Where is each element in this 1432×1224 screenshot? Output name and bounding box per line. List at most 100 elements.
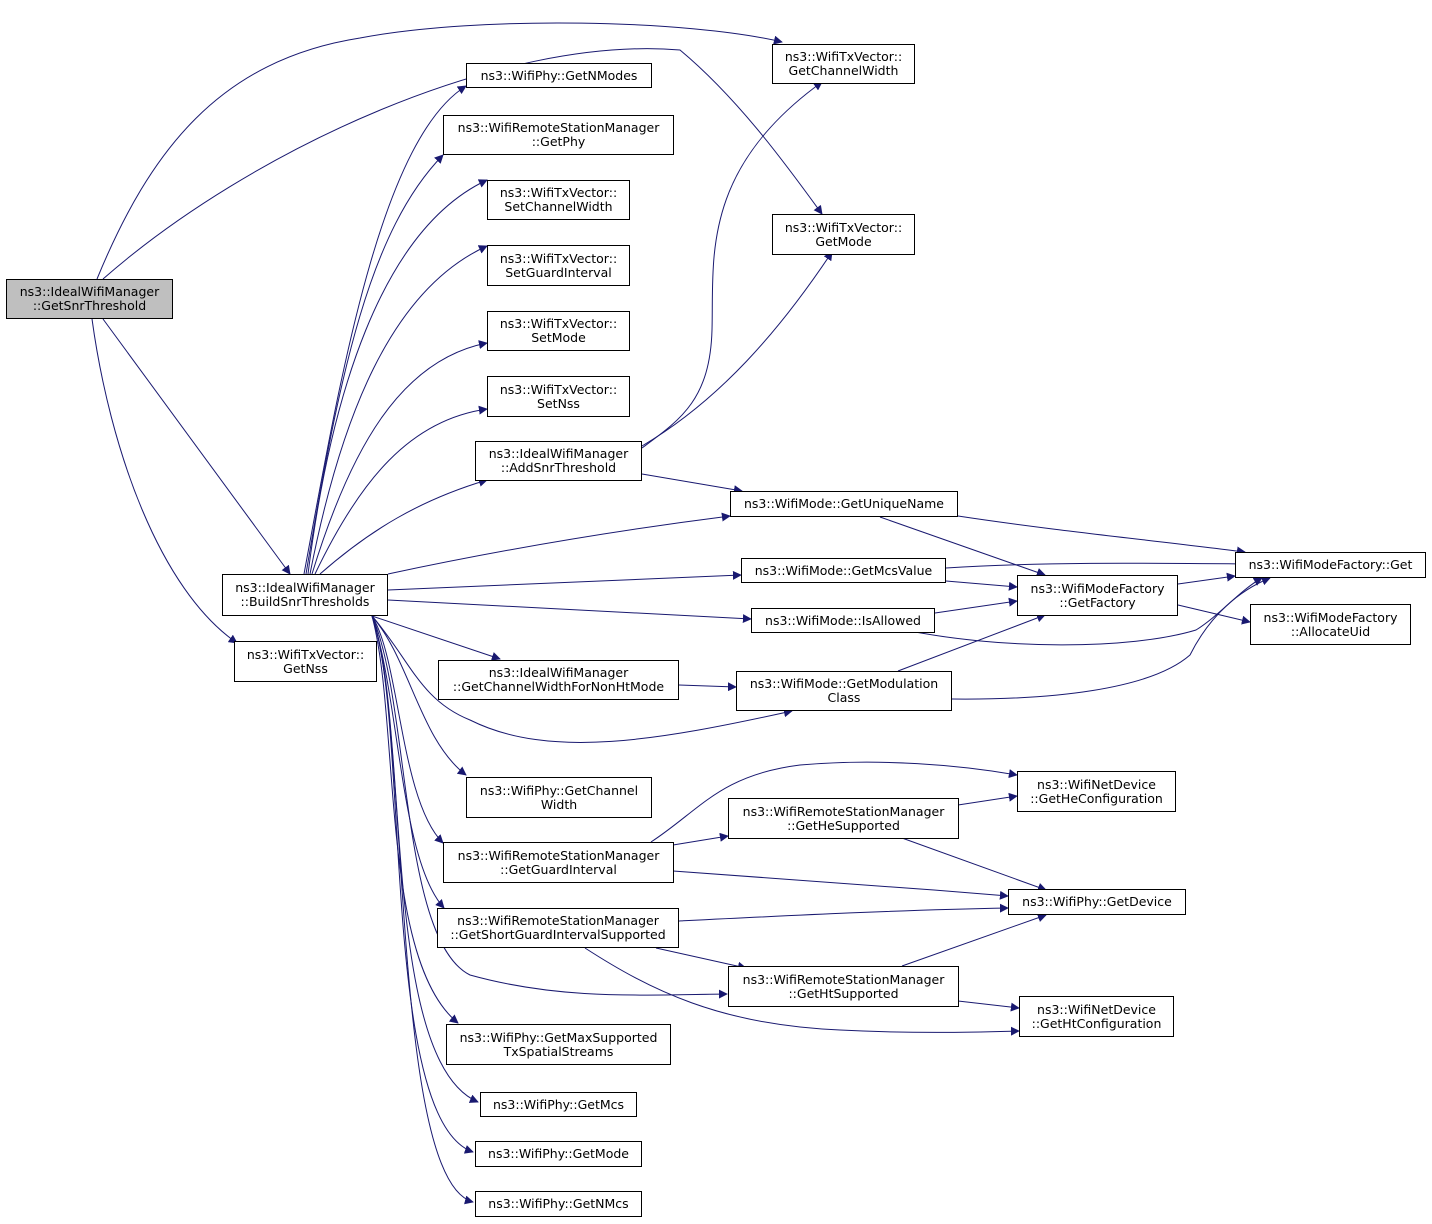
edge-mcsvalue-to-getfactory [945, 580, 1018, 591]
node-label-line2: ::GetHeSupported [787, 817, 900, 833]
node-rsm-get-he-supported[interactable]: ns3::WifiRemoteStationManager ::GetHeSup… [728, 798, 959, 839]
node-label-line1: ns3::WifiTxVector:: [784, 49, 903, 64]
node-txv-get-nss[interactable]: ns3::WifiTxVector:: GetNss [234, 641, 377, 682]
edge-build-to-isallowed [387, 599, 752, 624]
node-label-line1: ns3::WifiNetDevice [1037, 1001, 1156, 1017]
node-label-line1: ns3::WifiMode::GetUniqueName [744, 496, 944, 511]
node-label-line2: ::GetHtConfiguration [1031, 1015, 1162, 1031]
node-factory-allocate-uid[interactable]: ns3::WifiModeFactory ::AllocateUid [1250, 604, 1411, 645]
node-phy-get-nmodes[interactable]: ns3::WifiPhy::GetNModes [466, 63, 652, 88]
edge-guardinterval-to-he-config [650, 761, 1018, 843]
edge-sgi-to-getdevice [678, 903, 1009, 922]
edge-build-to-phy-getnmcs [371, 615, 474, 1205]
edge-hesupported-to-he-config [957, 792, 1018, 806]
node-label-line1: ns3::WifiModeFactory [1263, 609, 1398, 625]
node-mode-get-unique-name[interactable]: ns3::WifiMode::GetUniqueName [730, 491, 958, 517]
edge-build-to-txv-setguardinterval [309, 245, 488, 575]
edge-sgi-to-ht-config [584, 947, 1020, 1036]
node-label-line1: ns3::WifiMode::GetModulation [749, 676, 939, 691]
node-label-line1: ns3::WifiNetDevice [1037, 776, 1156, 792]
edge-hesupported-to-getdevice [901, 837, 1047, 892]
edge-build-to-txv-setnss [314, 405, 488, 575]
node-label-line1: ns3::WifiPhy::GetNMcs [488, 1196, 629, 1211]
node-label-line2: Width [540, 796, 578, 812]
node-label-line1: ns3::WifiRemoteStationManager [457, 913, 659, 928]
node-mode-get-modulation-class[interactable]: ns3::WifiMode::GetModulation Class [736, 671, 952, 711]
node-ideal-build-snr-thresholds[interactable]: ns3::IdealWifiManager ::BuildSnrThreshol… [222, 574, 388, 616]
node-label-line2: SetChannelWidth [504, 199, 613, 214]
node-txv-set-channel-width[interactable]: ns3::WifiTxVector:: SetChannelWidth [487, 180, 630, 220]
node-mode-get-mcs-value[interactable]: ns3::WifiMode::GetMcsValue [741, 558, 946, 583]
node-txv-set-guard-interval[interactable]: ns3::WifiTxVector:: SetGuardInterval [487, 245, 630, 286]
edge-getsnr-to-txv-getchannelwidth [96, 22, 783, 280]
node-rsm-get-ht-supported[interactable]: ns3::WifiRemoteStationManager ::GetHtSup… [728, 966, 959, 1007]
node-phy-get-max-supported-tx-ss[interactable]: ns3::WifiPhy::GetMaxSupported TxSpatialS… [446, 1024, 671, 1065]
node-rsm-get-guard-interval[interactable]: ns3::WifiRemoteStationManager ::GetGuard… [443, 842, 674, 883]
node-label-line2: ::GetPhy [531, 134, 586, 149]
node-label-line1: ns3::IdealWifiManager [488, 446, 629, 461]
node-txv-get-mode[interactable]: ns3::WifiTxVector:: GetMode [772, 214, 915, 255]
node-label-line1: ns3::WifiTxVector:: [499, 185, 618, 200]
node-label-line2: Class [827, 690, 861, 705]
node-label-line2: ::GetFactory [1059, 594, 1136, 610]
node-label-line2: ::AllocateUid [1290, 623, 1371, 639]
node-label-line2: GetMode [815, 233, 872, 249]
node-label-line1: ns3::WifiRemoteStationManager [742, 971, 945, 987]
edge-build-to-rsm-getguardinterval [371, 615, 444, 844]
node-label-line1: ns3::WifiMode::GetMcsValue [754, 562, 933, 578]
node-label-line1: ns3::WifiPhy::GetDevice [1022, 894, 1172, 909]
node-netdev-get-ht-configuration[interactable]: ns3::WifiNetDevice ::GetHtConfiguration [1019, 996, 1174, 1037]
node-phy-get-nmcs[interactable]: ns3::WifiPhy::GetNMcs [475, 1191, 642, 1217]
node-phy-get-mcs[interactable]: ns3::WifiPhy::GetMcs [480, 1092, 637, 1117]
node-label-line1: ns3::WifiPhy::GetMode [488, 1146, 629, 1161]
edge-getfactory-to-factory-get [1177, 572, 1236, 585]
edge-build-to-rsm-gethtsupported [371, 615, 728, 999]
node-label-line1: ns3::WifiRemoteStationManager [457, 847, 660, 863]
node-label-line1: ns3::WifiPhy::GetChannel [479, 782, 639, 798]
edge-build-to-uniquename [387, 512, 731, 575]
edge-htsupported-to-getdevice [901, 913, 1047, 967]
edge-htsupported-to-ht-config [957, 1000, 1020, 1012]
edge-modclass-to-getfactory [897, 613, 1046, 672]
edge-uniquename-to-factory-get [957, 515, 1246, 556]
node-txv-set-nss[interactable]: ns3::WifiTxVector:: SetNss [487, 376, 630, 417]
node-label-line1: ns3::WifiTxVector:: [784, 219, 903, 235]
edge-guardinterval-to-getdevice [672, 870, 1009, 900]
node-label-line2: ::BuildSnrThresholds [240, 594, 370, 609]
node-phy-get-device[interactable]: ns3::WifiPhy::GetDevice [1008, 889, 1186, 915]
edge-modclass-to-factory-get [951, 576, 1271, 700]
node-label-line1: ns3::WifiPhy::GetMcs [492, 1096, 625, 1112]
node-label-line1: ns3::IdealWifiManager [19, 284, 160, 299]
edge-uniquename-to-getfactory [879, 516, 1046, 577]
node-label-line1: ns3::IdealWifiManager [488, 665, 629, 680]
node-label-line1: ns3::WifiRemoteStationManager [742, 803, 945, 819]
edge-getsnr-to-txv-getnss [91, 318, 238, 644]
edge-build-to-txv-setchannelwidth [307, 179, 488, 575]
node-label-line2: GetChannelWidth [788, 63, 899, 78]
node-label-line2: SetMode [531, 330, 586, 345]
node-label-line1: ns3::WifiPhy::GetMaxSupported [459, 1029, 658, 1045]
node-phy-get-mode[interactable]: ns3::WifiPhy::GetMode [475, 1141, 642, 1167]
node-label-line1: ns3::WifiTxVector:: [499, 250, 618, 266]
edge-build-to-phy-getmaxss [371, 615, 459, 1024]
edge-isallowed-to-getfactory [934, 597, 1018, 614]
node-ideal-add-snr-threshold[interactable]: ns3::IdealWifiManager ::AddSnrThreshold [475, 441, 642, 481]
node-phy-get-channel-width[interactable]: ns3::WifiPhy::GetChannel Width [466, 777, 652, 818]
node-label-line1: ns3::IdealWifiManager [235, 580, 375, 595]
node-label-line2: ::GetShortGuardIntervalSupported [450, 927, 666, 942]
node-label-line2: SetNss [537, 395, 580, 411]
node-mode-is-allowed[interactable]: ns3::WifiMode::IsAllowed [751, 608, 935, 633]
node-factory-get[interactable]: ns3::WifiModeFactory::Get [1235, 552, 1426, 578]
node-label-line1: ns3::WifiPhy::GetNModes [480, 67, 638, 83]
node-label-line2: GetNss [283, 660, 328, 676]
node-txv-set-mode[interactable]: ns3::WifiTxVector:: SetMode [487, 311, 630, 351]
node-ideal-get-channel-width-non-ht[interactable]: ns3::IdealWifiManager ::GetChannelWidthF… [438, 660, 679, 700]
node-label-line1: ns3::WifiTxVector:: [246, 646, 365, 662]
node-netdev-get-he-configuration[interactable]: ns3::WifiNetDevice ::GetHeConfiguration [1017, 771, 1176, 812]
node-txv-get-channel-width[interactable]: ns3::WifiTxVector:: GetChannelWidth [772, 44, 915, 84]
node-factory-get-factory[interactable]: ns3::WifiModeFactory ::GetFactory [1017, 575, 1178, 616]
node-rsm-get-short-gi-supported[interactable]: ns3::WifiRemoteStationManager ::GetShort… [437, 908, 679, 948]
node-rsm-get-phy[interactable]: ns3::WifiRemoteStationManager ::GetPhy [443, 115, 674, 155]
edge-sgi-to-htsupported [655, 947, 747, 971]
